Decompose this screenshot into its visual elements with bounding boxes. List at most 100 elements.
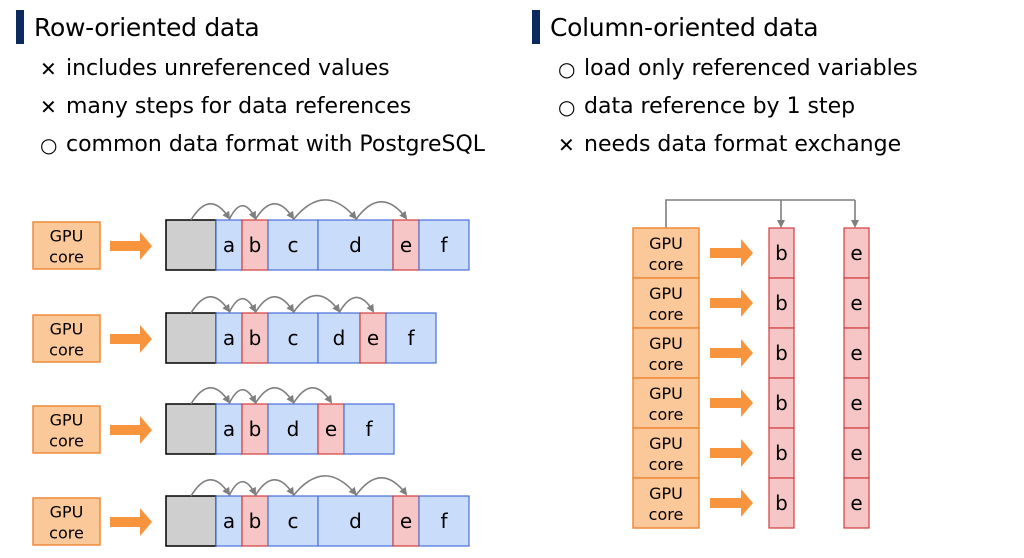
cell-label: f <box>365 417 373 441</box>
jump-arrow <box>228 297 256 314</box>
gpu-label-line2: core <box>649 505 684 524</box>
feed-arrow <box>710 289 753 317</box>
gpu-label-line1: GPU <box>649 434 683 453</box>
gpu-core-box <box>632 477 700 529</box>
point-item: ○ common data format with PostgreSQL <box>40 126 485 164</box>
fetch-bracket <box>665 199 855 228</box>
row-cell <box>215 312 243 364</box>
jump-arrow <box>354 477 408 497</box>
cross-icon: ✕ <box>558 133 575 157</box>
cell-label: e <box>850 441 862 465</box>
row-header-cell <box>165 219 217 271</box>
feed-arrow <box>110 325 152 353</box>
gpu-label-line1: GPU <box>649 284 683 303</box>
point-text: includes unreferenced values <box>66 56 390 81</box>
point-item: ✕includes unreferenced values <box>40 50 485 88</box>
referenced-cell <box>392 495 420 547</box>
gpu-label-line1: GPU <box>50 411 84 430</box>
gpu-core-box <box>32 221 101 270</box>
gpu-label-line1: GPU <box>50 503 84 522</box>
row-oriented-heading: Row-oriented data <box>16 10 260 44</box>
gpu-label-line1: GPU <box>649 384 683 403</box>
jump-arrow <box>190 296 231 314</box>
jump-arrow <box>254 203 295 221</box>
cell-label: e <box>850 291 862 315</box>
referenced-cell <box>317 403 345 455</box>
cell-label: f <box>440 233 448 257</box>
point-text: data reference by 1 step <box>584 94 856 119</box>
jump-arrow <box>292 475 357 497</box>
gpu-core-box <box>32 497 101 546</box>
heading-bar <box>532 10 540 44</box>
gpu-label-line2: core <box>49 341 84 360</box>
circle-icon: ○ <box>558 95 576 119</box>
cell-label: e <box>850 341 862 365</box>
feed-arrow <box>710 389 753 417</box>
cell-label: b <box>775 441 788 465</box>
cell-label: a <box>223 509 235 533</box>
gpu-label-line2: core <box>649 305 684 324</box>
jump-arrow <box>228 480 256 497</box>
cell-label: e <box>400 509 412 533</box>
gpu-core-box <box>632 327 700 379</box>
cell-label: e <box>850 491 862 515</box>
circle-icon: ○ <box>558 57 576 81</box>
row-cell <box>418 495 470 547</box>
cell-label: b <box>775 341 788 365</box>
cell-label: a <box>223 417 235 441</box>
jump-arrow <box>228 204 256 221</box>
column-cell <box>843 327 870 379</box>
jump-arrow <box>190 479 231 497</box>
feed-arrow <box>710 239 753 267</box>
jump-arrow <box>292 387 333 405</box>
cell-label: c <box>288 509 299 533</box>
gpu-label-line1: GPU <box>649 234 683 253</box>
feed-arrow <box>110 416 152 444</box>
cell-label: e <box>367 326 379 350</box>
row-oriented-points: ✕includes unreferenced values ✕many step… <box>40 50 485 164</box>
gpu-core-box <box>32 405 101 454</box>
cell-label: b <box>775 241 788 265</box>
cell-label: c <box>288 233 299 257</box>
cell-label: b <box>249 509 262 533</box>
row-oriented-title: Row-oriented data <box>34 12 260 42</box>
point-item: ✕many steps for data references <box>40 88 485 126</box>
jump-arrow <box>292 199 357 221</box>
gpu-label-line1: GPU <box>50 320 84 339</box>
point-item: ✕needs data format exchange <box>558 126 918 164</box>
cell-label: c <box>288 326 299 350</box>
point-item: ○ load only referenced variables <box>558 50 918 88</box>
circle-icon: ○ <box>40 133 58 157</box>
row-cell <box>418 219 470 271</box>
jump-arrow <box>254 479 295 497</box>
feed-arrow <box>710 489 753 517</box>
cell-label: e <box>850 391 862 415</box>
gpu-label-line2: core <box>649 255 684 274</box>
gpu-label-line2: core <box>49 432 84 451</box>
row-header-cell <box>165 312 217 364</box>
cell-label: a <box>223 233 235 257</box>
column-oriented-title: Column-oriented data <box>550 12 819 42</box>
jump-arrow <box>228 388 256 405</box>
column-oriented-heading: Column-oriented data <box>532 10 819 44</box>
cell-label: b <box>249 326 262 350</box>
referenced-cell <box>359 312 387 364</box>
cell-label: d <box>349 509 362 533</box>
point-text: common data format with PostgreSQL <box>66 132 486 157</box>
point-text: load only referenced variables <box>584 56 918 81</box>
referenced-cell <box>392 219 420 271</box>
row-header-cell <box>165 403 217 455</box>
column-cell <box>843 277 870 329</box>
jump-arrow <box>254 296 295 314</box>
jump-arrow <box>292 294 341 314</box>
jump-arrow <box>190 387 231 405</box>
feed-arrow <box>110 508 152 536</box>
gpu-core-box <box>632 227 700 279</box>
cross-icon: ✕ <box>40 95 57 119</box>
cell-label: e <box>325 417 337 441</box>
cell-label: b <box>249 417 262 441</box>
cell-label: e <box>850 241 862 265</box>
gpu-core-box <box>632 427 700 479</box>
gpu-label-line2: core <box>649 455 684 474</box>
row-cell <box>267 219 319 271</box>
